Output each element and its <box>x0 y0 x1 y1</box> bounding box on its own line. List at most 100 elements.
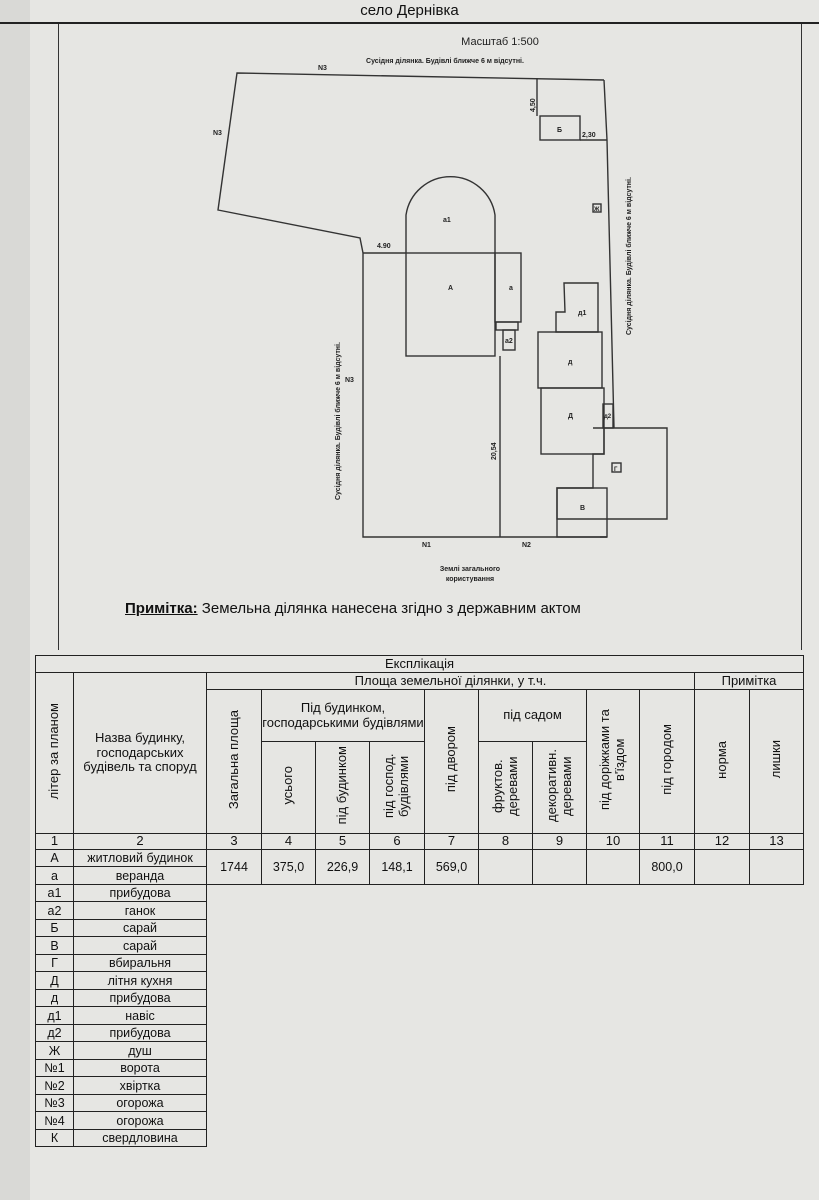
building-d1 <box>555 282 599 333</box>
column-numbers-row: 1 2 3 4 5 6 7 8 9 10 11 12 13 <box>35 833 805 850</box>
header-paths: під доріжками та в'їздом <box>586 689 640 834</box>
label-zh: Ж <box>593 207 600 213</box>
header-fruit: фруктов. деревами <box>478 741 533 834</box>
value-paths <box>586 848 640 885</box>
col-number: 6 <box>369 833 425 850</box>
neighbor-note-top: Сусідня ділянка. Будівлі ближче 6 м відс… <box>366 57 524 65</box>
label-B: Б <box>557 127 562 134</box>
row-name: огорожа <box>73 1093 207 1113</box>
row-letter: д2 <box>35 1023 74 1043</box>
row-name: прибудова <box>73 883 207 903</box>
label-n3: N3 <box>213 130 222 137</box>
col-number: 1 <box>35 833 74 850</box>
row-letter: Г <box>35 953 74 973</box>
row-letter: а <box>35 866 74 885</box>
toilet-marker <box>611 462 622 473</box>
row-letter: а1 <box>35 883 74 903</box>
col-number: 2 <box>73 833 207 850</box>
label-d1: д1 <box>578 310 586 317</box>
value-norm <box>694 848 750 885</box>
col-number: 4 <box>261 833 316 850</box>
col-number: 7 <box>424 833 479 850</box>
label-a2: а2 <box>505 338 513 345</box>
value-decor <box>532 848 587 885</box>
value-outbuildings: 148,1 <box>369 848 425 885</box>
common-land-label: користування <box>446 576 494 583</box>
value-excess <box>748 848 805 885</box>
row-letter: №2 <box>35 1076 74 1095</box>
building-a <box>494 252 522 323</box>
building-a1 <box>405 176 496 253</box>
header-name: Назва будинку, господарських будівель та… <box>73 672 207 834</box>
header-remark: Примітка <box>693 672 805 690</box>
header-norm: норма <box>694 689 750 834</box>
col-number: 3 <box>206 833 262 850</box>
row-name: душ <box>73 1041 207 1060</box>
row-letter: №4 <box>35 1111 74 1130</box>
label-n3: N3 <box>345 377 354 384</box>
header-under-buildings: Під будинком, господарськими будівлями <box>261 689 425 742</box>
explication-table: Експлікація літер за планом Назва будинк… <box>34 655 805 1148</box>
note-label: Примітка: <box>125 600 198 617</box>
scale-label: Масштаб 1:500 <box>461 36 539 48</box>
label-D: Д <box>568 413 573 420</box>
label-a1: а1 <box>443 217 451 224</box>
dimension-4-50: 4,50 <box>530 98 537 112</box>
row-name: сарай <box>73 936 207 955</box>
dimension-2-30: 2,30 <box>582 132 596 139</box>
col-number: 10 <box>586 833 640 850</box>
building-a2 <box>502 329 516 351</box>
header-garden: під садом <box>478 689 587 742</box>
col-number: 5 <box>315 833 370 850</box>
label-n2: N2 <box>522 542 531 549</box>
row-letter: №1 <box>35 1058 74 1078</box>
empty-area <box>207 884 804 1147</box>
col-number: 12 <box>694 833 750 850</box>
row-letter: К <box>35 1128 74 1148</box>
row-name: огорожа <box>73 1111 207 1130</box>
label-n3: N3 <box>318 65 327 72</box>
value-fruit <box>478 848 533 885</box>
row-letter: А <box>35 848 74 868</box>
row-name: ворота <box>73 1058 207 1078</box>
header-decor: декоративн. деревами <box>532 741 587 834</box>
building-D <box>540 387 605 455</box>
header-letter: літер за планом <box>35 672 74 834</box>
label-A: А <box>448 285 453 292</box>
label-g: Г <box>614 467 618 473</box>
neighbor-note-right: Сусідня ділянка. Будівлі ближче 6 м відс… <box>625 177 633 335</box>
header-total: Загальна площа <box>206 689 262 834</box>
row-name: веранда <box>73 866 207 885</box>
value-total: 1744 <box>206 848 262 885</box>
right-boundary <box>603 79 615 429</box>
header-outbuildings: під господ. будівлями <box>369 741 425 834</box>
row-name: сарай <box>73 918 207 938</box>
site-plan: Масштаб 1:500 Сусідня ділянка. Будівлі б… <box>213 36 668 583</box>
row-letter: д1 <box>35 1006 74 1025</box>
building-B <box>539 115 581 141</box>
row-letter: Б <box>35 918 74 938</box>
table-title: Експлікація <box>34 655 805 673</box>
row-letter: а2 <box>35 901 74 920</box>
building-A <box>405 252 496 357</box>
row-name: житловий будинок <box>73 848 207 868</box>
header-house: під будинком <box>315 741 370 834</box>
col-number: 13 <box>748 833 805 850</box>
col-number: 11 <box>639 833 695 850</box>
row-name: прибудова <box>73 988 207 1008</box>
area-G <box>556 427 668 520</box>
row-name: навіс <box>73 1006 207 1025</box>
row-name: ганок <box>73 901 207 920</box>
plot-boundary <box>217 72 607 538</box>
row-name: літня кухня <box>73 971 207 990</box>
village-name: село Дернівка <box>360 2 459 19</box>
row-name: свердловина <box>73 1128 207 1148</box>
row-letter: д <box>35 988 74 1008</box>
header-yard: під двором <box>424 689 479 834</box>
neighbor-note-left: Сусідня ділянка. Будівлі ближче 6 м відс… <box>334 342 342 500</box>
row-name: хвіртка <box>73 1076 207 1095</box>
divider <box>0 22 819 24</box>
